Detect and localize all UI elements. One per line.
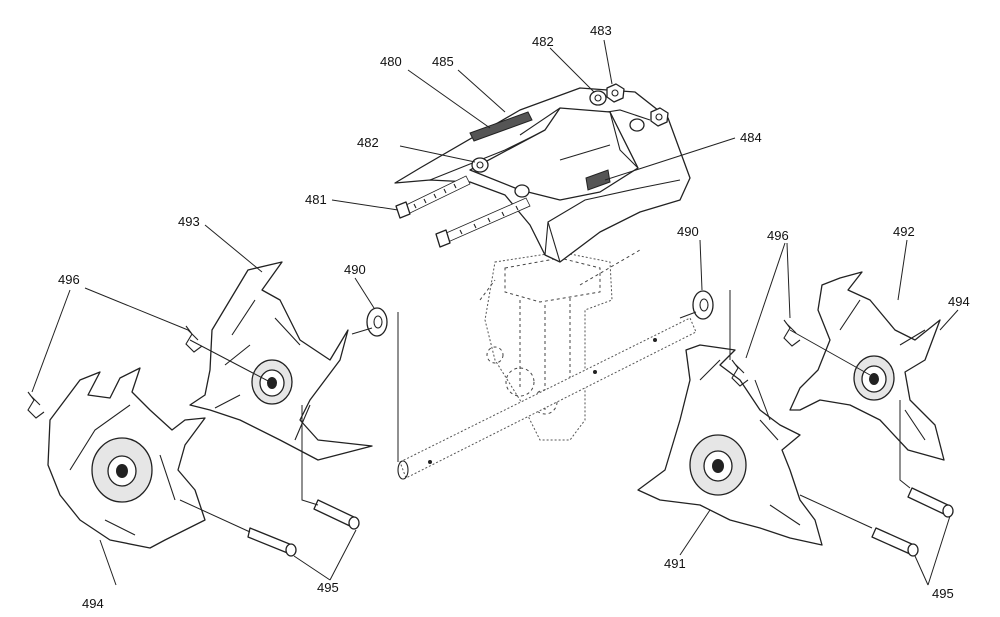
callout-482-left: 482 xyxy=(357,135,379,150)
callout-leaders xyxy=(31,39,959,586)
callout-492: 492 xyxy=(893,224,915,239)
callout-481: 481 xyxy=(305,192,327,207)
washer-490-left xyxy=(351,307,388,337)
tine-shield xyxy=(394,87,691,263)
tine-492 xyxy=(789,271,945,461)
hairpin-496-right-b xyxy=(783,319,801,347)
callout-496-left: 496 xyxy=(58,272,80,287)
left-assembly-line-b xyxy=(301,405,319,506)
callout-483: 483 xyxy=(590,23,612,38)
spacer-482-far xyxy=(629,118,645,132)
right-assembly-line-e xyxy=(754,379,771,421)
left-assembly-line-d xyxy=(189,339,271,383)
spacer-482-left xyxy=(471,157,489,173)
nut-483-upper xyxy=(606,83,625,103)
clevis-pin-495-right-b xyxy=(907,487,954,518)
tine-493 xyxy=(189,261,373,461)
right-assembly-line-b xyxy=(899,400,911,489)
callout-482-top: 482 xyxy=(532,34,554,49)
callout-494-left: 494 xyxy=(82,596,104,611)
callout-484: 484 xyxy=(740,130,762,145)
hairpin-496-left-b xyxy=(185,325,203,353)
hairpin-496-left-a xyxy=(27,391,45,419)
tine-494-left xyxy=(47,367,206,549)
right-assembly-line-d xyxy=(789,329,871,376)
nut-483-lower xyxy=(650,107,669,127)
tine-shaft xyxy=(397,317,697,480)
shield-bolt-lower xyxy=(435,197,531,248)
spacer-482-lower xyxy=(514,184,530,198)
washer-490-right xyxy=(679,290,714,320)
callout-493: 493 xyxy=(178,214,200,229)
callout-495-left: 495 xyxy=(317,580,339,595)
callout-496-right: 496 xyxy=(767,228,789,243)
callout-494-right: 494 xyxy=(948,294,970,309)
clevis-pin-495-right-a xyxy=(871,527,919,557)
callout-480: 480 xyxy=(380,54,402,69)
shield-bolt-upper xyxy=(395,175,471,219)
tine-491 xyxy=(637,344,823,546)
right-assembly-line-a xyxy=(799,494,873,529)
spacer-482-right xyxy=(589,90,607,106)
clevis-pin-495-left-b xyxy=(313,499,360,530)
left-assembly-line-a xyxy=(179,499,251,533)
callout-490-right: 490 xyxy=(677,224,699,239)
clevis-pin-495-left-a xyxy=(247,527,297,557)
callout-490-left: 490 xyxy=(344,262,366,277)
callout-labels: 480 485 482 483 482 484 481 493 490 490 … xyxy=(58,23,970,611)
callout-491: 491 xyxy=(664,556,686,571)
hairpin-496-right-a xyxy=(731,359,749,387)
callout-485: 485 xyxy=(432,54,454,69)
shield-decal-484 xyxy=(585,169,611,191)
callout-495-right: 495 xyxy=(932,586,954,601)
shield-decal-485 xyxy=(469,111,533,142)
